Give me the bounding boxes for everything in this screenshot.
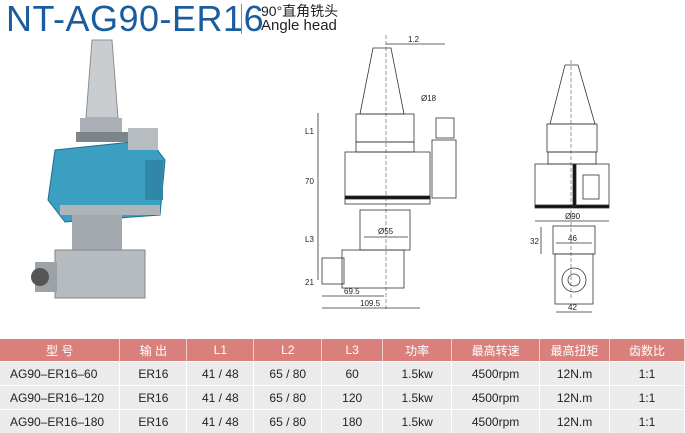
cell-l1: 41 / 48 (187, 410, 254, 433)
cell-l1: 41 / 48 (187, 362, 254, 386)
cell-l3: 180 (322, 410, 383, 433)
dim-70: 70 (305, 177, 314, 186)
cell-output: ER16 (120, 386, 187, 410)
product-photo (31, 40, 165, 298)
cell-l1: 41 / 48 (187, 386, 254, 410)
cell-ratio: 1:1 (610, 386, 685, 410)
dim-d55: Ø55 (378, 227, 394, 236)
dim-1-2: 1.2 (408, 35, 420, 44)
dim-109-5: 109.5 (360, 299, 381, 308)
cell-output: ER16 (120, 362, 187, 386)
dim-46: 46 (568, 234, 577, 243)
spec-table: 型 号 输 出 L1 L2 L3 功率 最高转速 最高扭矩 齿数比 AG90–E… (0, 339, 685, 433)
cell-model: AG90–ER16–60 (0, 362, 120, 386)
cell-max-torque: 12N.m (540, 386, 610, 410)
cell-max-speed: 4500rpm (452, 362, 540, 386)
cell-max-speed: 4500rpm (452, 410, 540, 433)
dim-21: 21 (305, 278, 314, 287)
cell-l2: 65 / 80 (254, 410, 322, 433)
cell-l3: 60 (322, 362, 383, 386)
dim-l1: L1 (305, 127, 314, 136)
cell-power: 1.5kw (383, 410, 452, 433)
dim-32: 32 (530, 237, 539, 246)
cell-max-speed: 4500rpm (452, 386, 540, 410)
product-illustrations: 1.2 Ø18 L1 70 L3 21 Ø55 69.5 109.5 Ø90 3… (0, 0, 685, 336)
cell-output: ER16 (120, 410, 187, 433)
col-output: 输 出 (120, 339, 187, 362)
cell-max-torque: 12N.m (540, 362, 610, 386)
cell-ratio: 1:1 (610, 410, 685, 433)
dim-l3: L3 (305, 235, 314, 244)
col-max-speed: 最高转速 (452, 339, 540, 362)
cell-max-torque: 12N.m (540, 410, 610, 433)
col-l3: L3 (322, 339, 383, 362)
col-model: 型 号 (0, 339, 120, 362)
front-view-drawing (535, 60, 609, 312)
col-max-torque: 最高扭矩 (540, 339, 610, 362)
col-power: 功率 (383, 339, 452, 362)
cell-model: AG90–ER16–120 (0, 386, 120, 410)
dim-d90: Ø90 (565, 212, 581, 221)
cell-ratio: 1:1 (610, 362, 685, 386)
cell-l2: 65 / 80 (254, 362, 322, 386)
dim-42: 42 (568, 303, 577, 312)
col-l2: L2 (254, 339, 322, 362)
side-view-drawing (318, 35, 456, 310)
col-l1: L1 (187, 339, 254, 362)
cell-l3: 120 (322, 386, 383, 410)
cell-l2: 65 / 80 (254, 386, 322, 410)
cell-power: 1.5kw (383, 362, 452, 386)
dim-d18: Ø18 (421, 94, 437, 103)
dim-69-5: 69.5 (344, 287, 360, 296)
col-ratio: 齿数比 (610, 339, 685, 362)
table-header-row: 型 号 输 出 L1 L2 L3 功率 最高转速 最高扭矩 齿数比 (0, 339, 685, 362)
cell-model: AG90–ER16–180 (0, 410, 120, 433)
cell-power: 1.5kw (383, 386, 452, 410)
